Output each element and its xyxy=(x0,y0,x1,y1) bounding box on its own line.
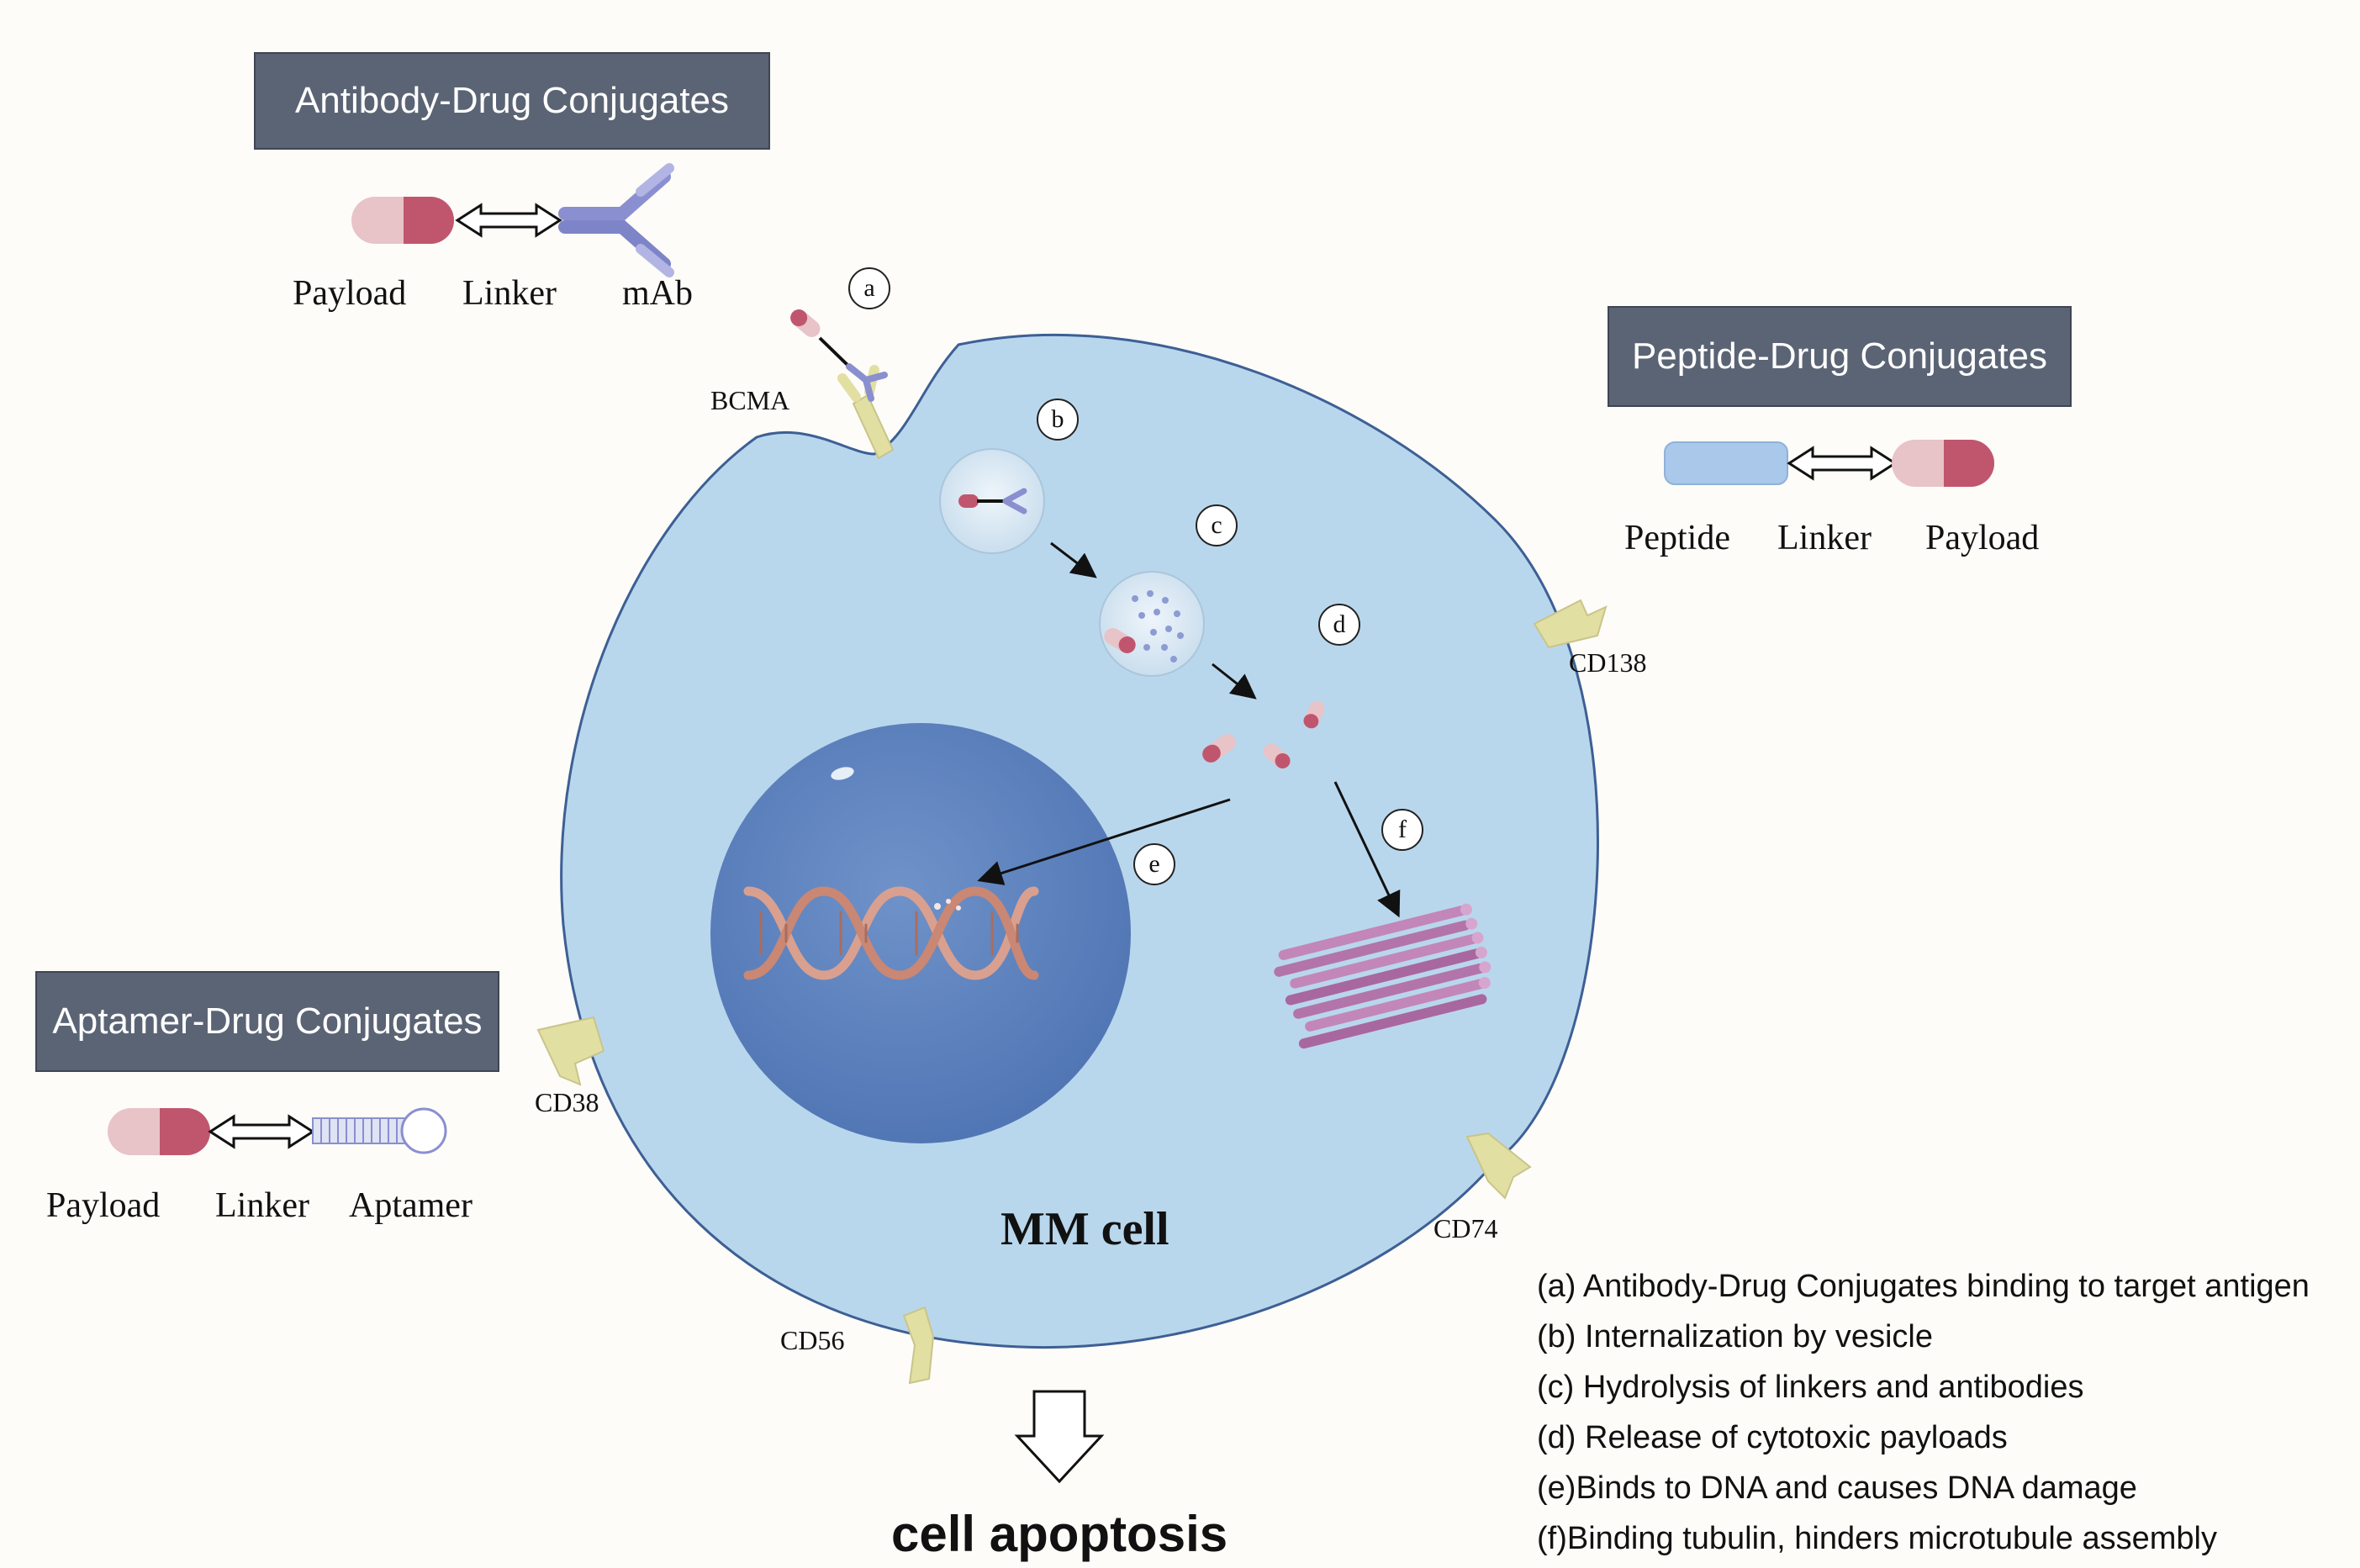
nucleus xyxy=(710,723,1131,1143)
step-c-marker: c xyxy=(1196,504,1238,546)
pdc-title-box: Peptide-Drug Conjugates xyxy=(1608,306,2072,407)
step-a-marker: a xyxy=(848,267,890,309)
apdc-title: Aptamer-Drug Conjugates xyxy=(52,1000,483,1042)
adc-payload-label: Payload xyxy=(293,274,407,313)
legend-item-b: (b) Internalization by vesicle xyxy=(1537,1319,1933,1354)
apdc-payload-label: Payload xyxy=(46,1186,161,1225)
legend-item-f: (f)Binding tubulin, hinders microtubule … xyxy=(1537,1521,2217,1556)
cd138-label: CD138 xyxy=(1569,647,1647,678)
cd56-label: CD56 xyxy=(780,1325,845,1355)
cd38-label: CD38 xyxy=(535,1087,599,1117)
apdc-linker-arrow-icon xyxy=(208,1114,315,1149)
legend-item-a: (a) Antibody-Drug Conjugates binding to … xyxy=(1537,1269,2310,1304)
bcma-label: BCMA xyxy=(710,385,790,415)
cd56-receptor xyxy=(902,1306,935,1385)
adc-linker-label: Linker xyxy=(462,274,557,313)
cd74-label: CD74 xyxy=(1433,1213,1498,1243)
antibody-icon xyxy=(558,163,674,277)
pdc-linker-label: Linker xyxy=(1777,519,1872,557)
step-d-marker: d xyxy=(1318,604,1360,646)
adc-title: Antibody-Drug Conjugates xyxy=(294,80,730,121)
vesicle-internalized-adc xyxy=(939,448,1045,554)
apdc-aptamer-label: Aptamer xyxy=(349,1186,473,1225)
pdc-title: Peptide-Drug Conjugates xyxy=(1631,335,2048,377)
legend-item-c: (c) Hydrolysis of linkers and antibodies xyxy=(1537,1370,2084,1405)
bound-adc-icon xyxy=(790,309,888,402)
cd38-receptor xyxy=(536,1016,605,1086)
released-payloads xyxy=(1202,700,1325,769)
pdc-linker-arrow-icon xyxy=(1787,446,1898,481)
adc-mab-label: mAb xyxy=(622,274,693,313)
peptide-icon xyxy=(1664,441,1788,485)
step-legend: (a) Antibody-Drug Conjugates binding to … xyxy=(1537,1261,2357,1564)
cd138-receptor xyxy=(1533,599,1608,649)
legend-item-e: (e)Binds to DNA and causes DNA damage xyxy=(1537,1470,2137,1506)
legend-item-d: (d) Release of cytotoxic payloads xyxy=(1537,1420,2008,1455)
cd74-receptor xyxy=(1465,1132,1532,1200)
vesicle-hydrolysis xyxy=(1099,571,1205,677)
pdc-payload-icon xyxy=(1892,440,1994,487)
pdc-peptide-label: Peptide xyxy=(1624,519,1730,557)
adc-title-box: Antibody-Drug Conjugates xyxy=(254,52,770,150)
step-b-marker: b xyxy=(1037,399,1079,441)
aptamer-icon xyxy=(312,1107,447,1154)
mm-cell-label: MM cell xyxy=(1000,1203,1169,1255)
adc-payload-icon xyxy=(351,197,454,244)
apdc-payload-icon xyxy=(108,1108,210,1155)
apdc-title-box: Aptamer-Drug Conjugates xyxy=(35,971,499,1072)
apoptosis-arrow-icon xyxy=(1014,1390,1105,1484)
adc-linker-arrow-icon xyxy=(455,203,562,238)
dna-helix-icon xyxy=(743,886,1039,980)
cell-apoptosis-label: cell apoptosis xyxy=(891,1506,1228,1562)
step-f-marker: f xyxy=(1381,809,1423,851)
pathway-arrows xyxy=(977,541,1401,918)
step-e-marker: e xyxy=(1133,843,1175,885)
microtubule-bundle-icon xyxy=(1274,903,1491,1049)
apdc-linker-label: Linker xyxy=(215,1186,309,1225)
pdc-payload-label: Payload xyxy=(1925,519,2040,557)
